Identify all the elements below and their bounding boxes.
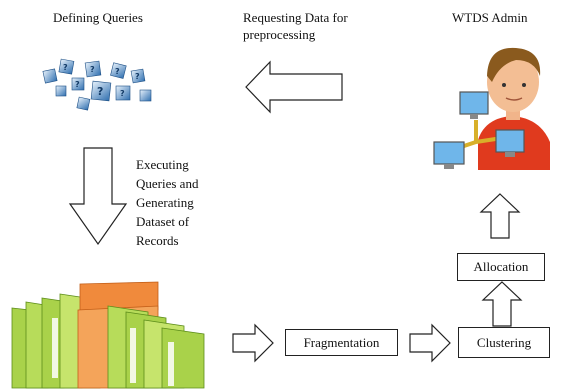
admin-user-network-icon — [433, 47, 550, 170]
fragmentation-box: Fragmentation — [285, 329, 398, 356]
label-executing-queries: Executing Queries and Generating Dataset… — [136, 157, 199, 248]
label-defining-queries: Defining Queries — [53, 10, 143, 25]
label-wtds-admin: WTDS Admin — [452, 10, 528, 25]
svg-text:?: ? — [97, 85, 103, 98]
question-cubes-icon: ? ? ? ? ? ? ? — [42, 58, 152, 111]
clustering-box: Clustering — [458, 327, 550, 358]
allocation-box: Allocation — [457, 253, 545, 281]
svg-text:?: ? — [135, 72, 140, 81]
svg-text:?: ? — [90, 65, 95, 74]
svg-text:?: ? — [75, 80, 80, 89]
right-arrow-icon — [232, 323, 274, 363]
svg-text:?: ? — [115, 67, 120, 76]
up-arrow-icon — [481, 281, 523, 327]
svg-text:?: ? — [63, 63, 68, 72]
right-arrow-icon — [409, 323, 451, 363]
folders-icon — [11, 281, 205, 389]
label-requesting-data: Requesting Data for preprocessing — [243, 10, 348, 42]
svg-text:?: ? — [120, 89, 125, 98]
down-arrow-icon — [68, 147, 128, 246]
left-arrow-icon — [245, 60, 343, 114]
up-arrow-icon — [479, 193, 521, 239]
